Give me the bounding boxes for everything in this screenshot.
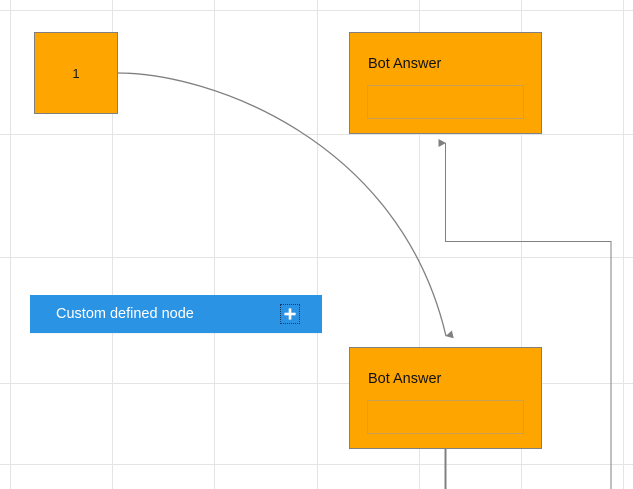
node-custom-defined-label: Custom defined node <box>56 305 194 322</box>
plus-icon <box>284 308 296 320</box>
node-bot-answer-top-slot[interactable] <box>367 85 524 119</box>
node-bot-answer-bottom-title: Bot Answer <box>368 371 442 387</box>
node-custom-defined[interactable]: Custom defined node <box>30 295 322 333</box>
add-node-button[interactable] <box>280 304 300 324</box>
node-bot-answer-top[interactable]: Bot Answer <box>349 32 542 134</box>
node-bot-answer-bottom-slot[interactable] <box>367 400 524 434</box>
node-start-label: 1 <box>72 65 80 81</box>
node-bot-answer-top-title: Bot Answer <box>368 56 442 72</box>
node-bot-answer-bottom[interactable]: Bot Answer <box>349 347 542 449</box>
node-start[interactable]: 1 <box>34 32 118 114</box>
